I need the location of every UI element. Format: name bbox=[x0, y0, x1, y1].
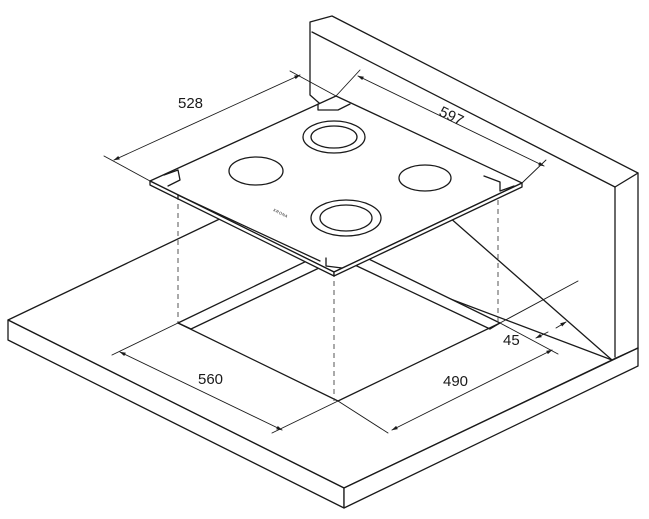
bracket-top bbox=[317, 103, 351, 111]
label-490: 490 bbox=[443, 373, 468, 390]
dimension-490: 490 bbox=[337, 322, 559, 434]
burner-back-inner bbox=[310, 125, 358, 149]
label-45: 45 bbox=[503, 332, 520, 349]
label-560: 560 bbox=[198, 371, 223, 388]
dimension-45: 45 bbox=[499, 280, 579, 349]
dimension-560: 560 bbox=[111, 322, 339, 434]
projection-lines bbox=[177, 195, 499, 401]
brand-logo: KRONA bbox=[273, 207, 289, 218]
burner-front-outer bbox=[310, 199, 382, 237]
label-528: 528 bbox=[178, 95, 203, 112]
burner-front-inner bbox=[319, 204, 373, 232]
bracket-left bbox=[163, 169, 181, 187]
bracket-bottom bbox=[325, 257, 343, 269]
dimension-528: 528 bbox=[103, 70, 337, 182]
bracket-right bbox=[483, 175, 515, 192]
